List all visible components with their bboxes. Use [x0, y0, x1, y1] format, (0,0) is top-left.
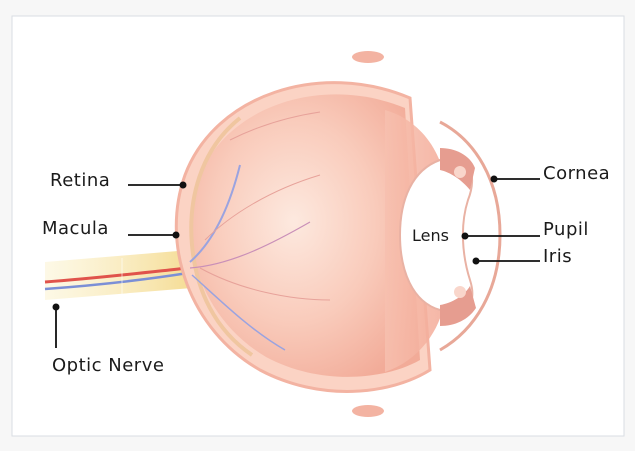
label-cornea: Cornea: [543, 165, 610, 183]
label-macula: Macula: [42, 220, 109, 238]
muscle-bottom: [352, 405, 384, 417]
label-retina: Retina: [50, 172, 110, 190]
label-pupil: Pupil: [543, 221, 589, 239]
label-optic-nerve: Optic Nerve: [52, 357, 164, 375]
muscle-top: [352, 51, 384, 63]
label-iris: Iris: [543, 248, 572, 266]
label-lens: Lens: [412, 228, 449, 244]
